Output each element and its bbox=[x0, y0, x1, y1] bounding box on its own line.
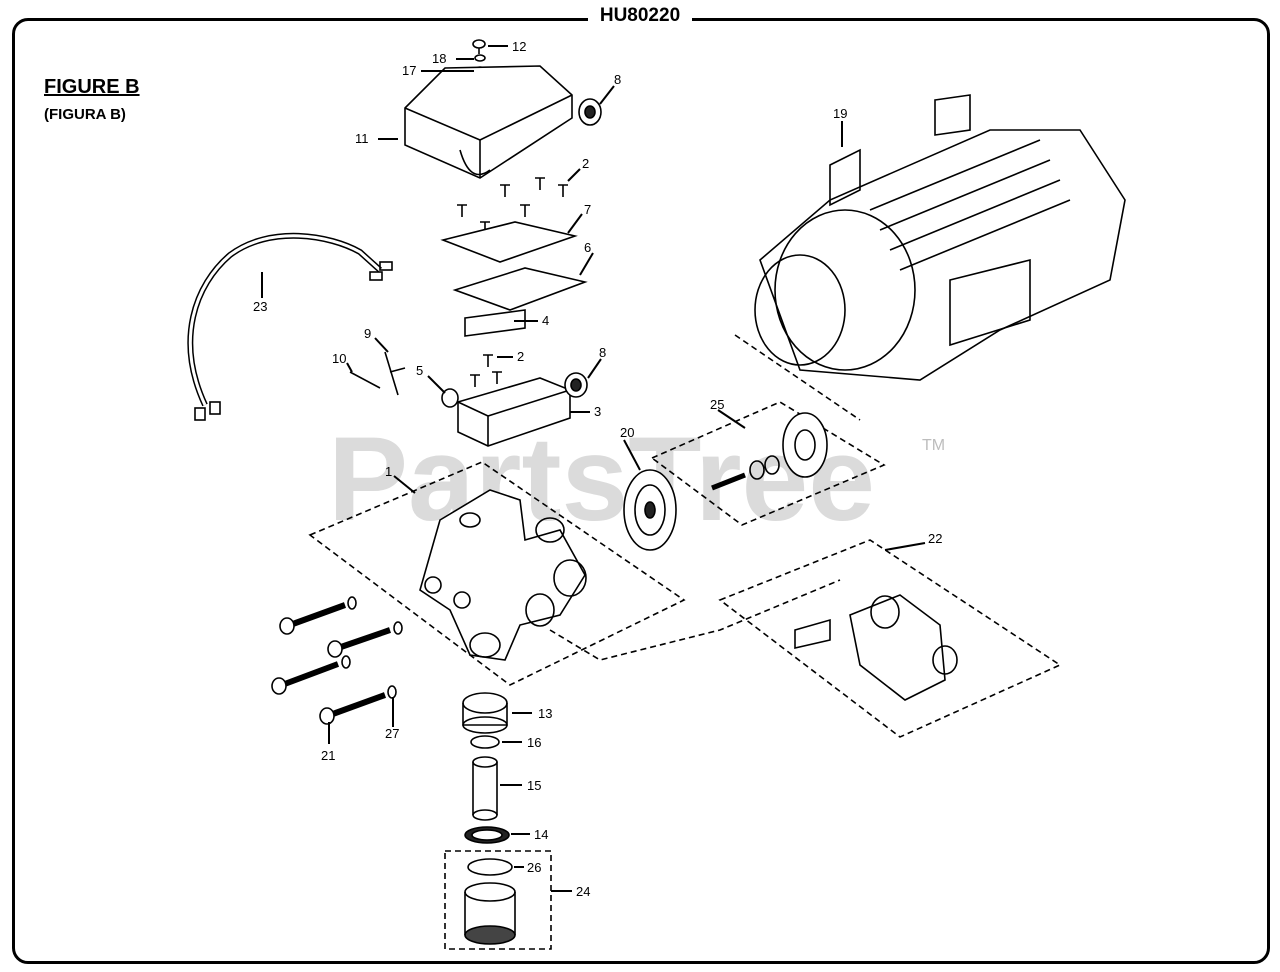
callout-labels: 12 18 17 8 11 2 7 6 23 4 9 10 2 5 8 3 19… bbox=[253, 39, 942, 899]
callout-2-top: 2 bbox=[582, 156, 589, 171]
callout-3: 3 bbox=[594, 404, 601, 419]
callout-9: 9 bbox=[364, 326, 371, 341]
callout-18: 18 bbox=[432, 51, 446, 66]
callout-10: 10 bbox=[332, 351, 346, 366]
part-inlet-tube-15 bbox=[472, 756, 498, 821]
callout-21: 21 bbox=[321, 748, 335, 763]
pump-assembly-box-1 bbox=[308, 461, 686, 686]
part-gasket-6 bbox=[452, 267, 588, 311]
part-strain-relief-5 bbox=[441, 388, 459, 408]
callout-8-top: 8 bbox=[614, 72, 621, 87]
part-pulley-20 bbox=[623, 469, 677, 551]
part-plate-7 bbox=[440, 221, 578, 263]
connector-line-pump-unloader bbox=[549, 579, 841, 661]
callout-17: 17 bbox=[402, 63, 416, 78]
part-switch-box-3 bbox=[457, 377, 571, 447]
model-number-label: HU80220 bbox=[0, 5, 1280, 27]
part-washers-27 bbox=[341, 596, 403, 699]
part-grommet-8-top bbox=[578, 98, 602, 126]
figure-title: FIGURE B bbox=[44, 76, 140, 98]
callout-22: 22 bbox=[928, 531, 942, 546]
part-washer-14 bbox=[464, 826, 510, 844]
callout-20: 20 bbox=[620, 425, 634, 440]
part-oring-26 bbox=[467, 858, 513, 876]
coupling-assembly-box-25 bbox=[650, 401, 886, 526]
leader-lines bbox=[261, 45, 926, 892]
callout-27: 27 bbox=[385, 726, 399, 741]
part-screws-2-lower bbox=[470, 354, 502, 387]
callout-8-lower: 8 bbox=[599, 345, 606, 360]
part-motor-19 bbox=[754, 94, 1126, 381]
part-power-cord-23 bbox=[187, 232, 393, 421]
callout-26: 26 bbox=[527, 860, 541, 875]
part-clamp-9 bbox=[384, 351, 406, 396]
callout-5: 5 bbox=[416, 363, 423, 378]
part-screw-10 bbox=[349, 371, 381, 389]
part-switch-4 bbox=[464, 309, 526, 337]
part-washer-18 bbox=[474, 54, 486, 62]
filter-assembly-box-24 bbox=[444, 850, 552, 950]
part-nut-13 bbox=[462, 692, 508, 734]
callout-23: 23 bbox=[253, 299, 267, 314]
callout-15: 15 bbox=[527, 778, 541, 793]
part-oring-16 bbox=[470, 735, 500, 749]
part-bolts-21 bbox=[271, 602, 391, 725]
watermark-trademark: TM bbox=[922, 437, 945, 454]
part-pump-body-1 bbox=[419, 489, 587, 661]
figure-subtitle: (FIGURA B) bbox=[44, 106, 126, 123]
callout-13: 13 bbox=[538, 706, 552, 721]
part-filter-24 bbox=[464, 882, 516, 945]
connector-line-motor-coupling bbox=[734, 334, 861, 421]
callout-7: 7 bbox=[584, 202, 591, 217]
part-unloader-22 bbox=[794, 594, 958, 701]
callout-11: 11 bbox=[355, 131, 369, 146]
callout-14: 14 bbox=[534, 827, 548, 842]
part-cover-11 bbox=[404, 65, 573, 179]
callout-19: 19 bbox=[833, 106, 847, 121]
part-coupling-25 bbox=[711, 412, 828, 491]
callout-2-lower: 2 bbox=[517, 349, 524, 364]
callout-4: 4 bbox=[542, 313, 549, 328]
part-screw-12 bbox=[472, 39, 486, 54]
callout-6: 6 bbox=[584, 240, 591, 255]
callout-1: 1 bbox=[385, 464, 392, 479]
callout-12: 12 bbox=[512, 39, 526, 54]
part-drawings bbox=[187, 39, 1126, 950]
callout-24: 24 bbox=[576, 884, 590, 899]
callout-25: 25 bbox=[710, 397, 724, 412]
callout-16: 16 bbox=[527, 735, 541, 750]
part-grommet-8-lower bbox=[564, 372, 588, 398]
